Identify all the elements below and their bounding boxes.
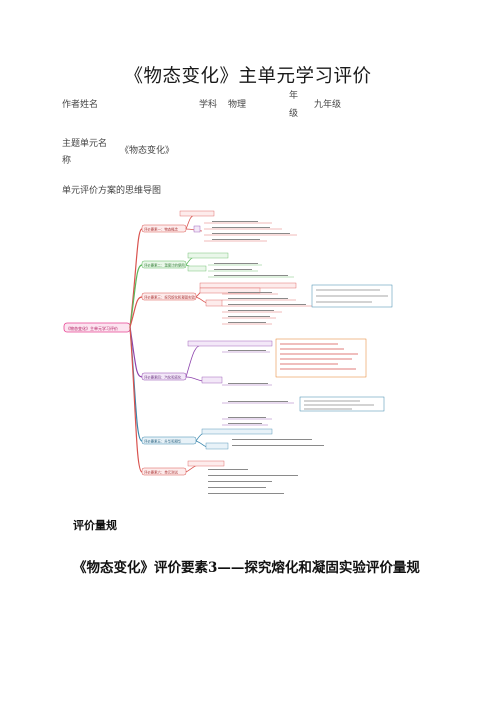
branch-label: 评价要素五：升华和凝华 <box>144 438 182 443</box>
branch-label: 评价要素三：探究熔化和凝固实验 <box>144 294 195 299</box>
mindmap-image: 《物态变化》主单元学习评价 评价要素一：物态概念 评价要素二：温度计的使用 评价… <box>62 207 434 497</box>
unit-label-1: 主题单元名 <box>62 139 108 149</box>
author-label: 作者姓名 <box>62 100 99 110</box>
grade-value: 九年级 <box>314 100 342 110</box>
unit-value: 《物态变化》 <box>120 146 175 156</box>
branch-label: 评价要素六：单元测试 <box>144 469 179 474</box>
unit-label-2: 称 <box>62 156 72 166</box>
mindmap-branch-3: 评价要素三：探究熔化和凝固实验 <box>141 292 197 301</box>
mindmap-branch-5: 评价要素五：升华和凝华 <box>141 436 197 445</box>
branch-label: 评价要素二：温度计的使用 <box>144 262 185 267</box>
mindmap-central-node: 《物态变化》主单元学习评价 <box>63 322 131 333</box>
subject-label: 学科 <box>199 100 218 110</box>
mindmap-branch-2: 评价要素二：温度计的使用 <box>141 260 187 269</box>
mindmap-central-label: 《物态变化》主单元学习评价 <box>66 325 118 331</box>
grade-label-2: 级 <box>289 109 299 119</box>
branch-label: 评价要素四：汽化和液化 <box>144 374 182 379</box>
mindmap-caption: 单元评价方案的思维导图 <box>62 186 162 196</box>
grade-label-1: 年 <box>289 91 299 101</box>
subject-value: 物理 <box>228 100 247 110</box>
section-heading: 评价量规 <box>73 519 117 532</box>
mindmap-branch-1: 评价要素一：物态概念 <box>141 224 187 233</box>
mindmap-branch-4: 评价要素四：汽化和液化 <box>141 372 187 381</box>
rubric-title: 《物态变化》评价要素3——探究熔化和凝固实验评价量规 <box>73 560 420 576</box>
branch-label: 评价要素一：物态概念 <box>144 226 179 231</box>
mindmap-detail-marks <box>179 210 393 494</box>
page-title: 《物态变化》主单元学习评价 <box>124 66 372 87</box>
mindmap-branch-6: 评价要素六：单元测试 <box>141 467 187 476</box>
